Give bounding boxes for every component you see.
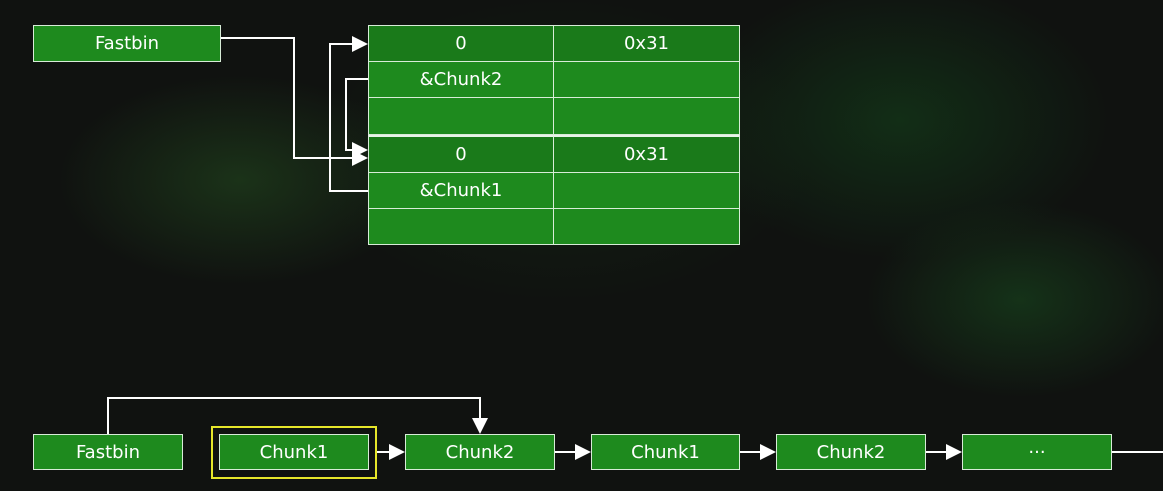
list-node-chunk1-repeat: Chunk1 <box>591 434 740 470</box>
chunk-b-size: 0x31 <box>554 135 740 173</box>
chunk-b-fd: &Chunk1 <box>368 173 554 209</box>
chunk-a-data-right <box>554 98 740 135</box>
chunk-a-data-left <box>368 98 554 135</box>
list-node-fastbin: Fastbin <box>33 434 183 470</box>
chunk-b-prev-size: 0 <box>368 135 554 173</box>
chunk-a-bk <box>554 62 740 98</box>
chunk-b-data-right <box>554 209 740 245</box>
chunk-b-bk <box>554 173 740 209</box>
list-node-ellipsis: ··· <box>962 434 1112 470</box>
arrow-chunk2-fd-to-chunk1 <box>345 78 368 158</box>
arrow-fastbin-to-list-chunk2 <box>107 397 488 434</box>
chunk-b-data-left <box>368 209 554 245</box>
chunk-a-size: 0x31 <box>554 25 740 62</box>
list-node-chunk2: Chunk2 <box>405 434 555 470</box>
chunk-a-fd: &Chunk2 <box>368 62 554 98</box>
fastbin-box: Fastbin <box>33 25 221 62</box>
list-node-chunk2-repeat: Chunk2 <box>776 434 926 470</box>
chunk-a-prev-size: 0 <box>368 25 554 62</box>
arrow-chunk1-fd-to-chunk2 <box>329 36 368 192</box>
highlight-frame <box>211 426 377 479</box>
list-node-chunk1: Chunk1 <box>219 434 369 470</box>
arrow-fastbin-to-chunk <box>220 37 368 166</box>
